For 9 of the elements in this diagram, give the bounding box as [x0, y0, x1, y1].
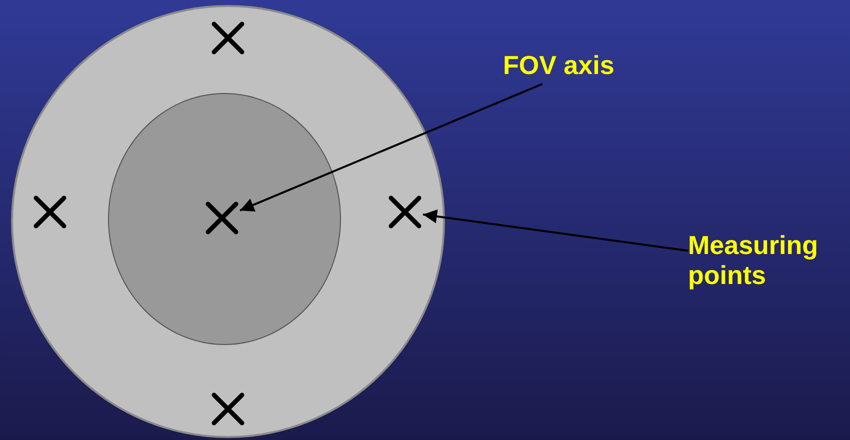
cross-mark-icon [210, 20, 246, 56]
callout-label: Measuring points [688, 230, 850, 294]
cross-mark-icon [387, 194, 423, 230]
cross-mark-icon [32, 194, 68, 230]
leader-line [240, 83, 543, 212]
cross-mark-icon [210, 391, 246, 427]
cross-mark-icon [204, 200, 240, 236]
leader-line [422, 209, 688, 252]
callout-label: FOV axis [503, 50, 663, 84]
